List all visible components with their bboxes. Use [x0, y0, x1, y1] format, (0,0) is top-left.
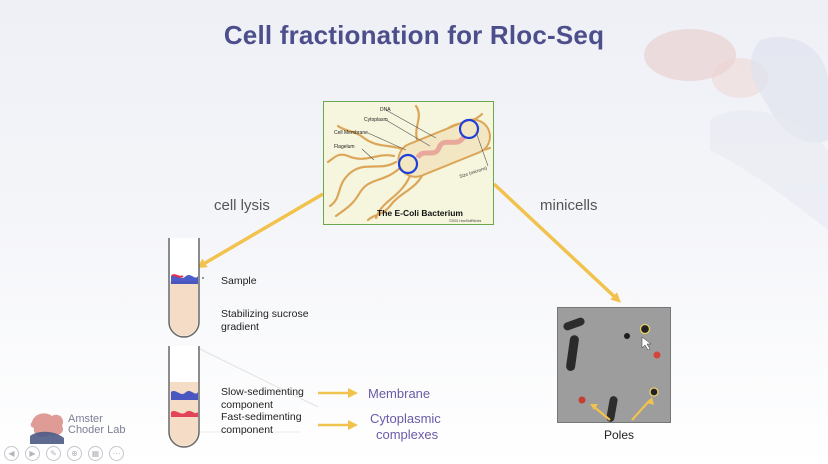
fast-sedimenting-label-line1: Fast-sedimenting	[221, 411, 302, 423]
slide-title: Cell fractionation for Rloc-Seq	[223, 20, 605, 50]
lab-logo-text: Amster Choder Lab	[68, 414, 126, 436]
membrane-label: Membrane	[368, 386, 431, 401]
cell-lysis-label: cell lysis	[214, 197, 270, 214]
cytoplasm-label: Cytoplasm	[364, 117, 388, 123]
e-coli-illustration: DNA Cytoplasm Cell Membrane Flagelum Siz…	[323, 101, 494, 225]
slow-sedimenting-label-line2: component	[221, 399, 273, 411]
centrifuge-tube-fractions	[168, 346, 200, 448]
cytoplasmic-label-line2: complexes	[376, 427, 439, 442]
lab-logo-icon	[30, 413, 64, 444]
flagelum-label: Flagelum	[334, 144, 355, 150]
slides-icon[interactable]: ▦	[88, 446, 103, 461]
minicells-label: minicells	[540, 197, 598, 214]
fast-sedimenting-label-line2: component	[221, 424, 273, 436]
pen-icon[interactable]: ✎	[46, 446, 61, 461]
slide-nav-bar: ◀ ▶ ✎ ⊕ ▦ ⋯	[0, 446, 124, 462]
slow-sedimenting-label-line1: Slow-sedimenting	[221, 386, 304, 398]
cytoplasmic-label-line1: Cytoplasmic	[370, 411, 441, 426]
minicells-arrow	[492, 182, 621, 303]
lab-name-line2: Choder Lab	[68, 424, 126, 436]
zoom-icon[interactable]: ⊕	[67, 446, 82, 461]
back-icon[interactable]: ◀	[4, 446, 19, 461]
gradient-label-line1: Stabilizing sucrose	[221, 308, 309, 320]
poles-label: Poles	[604, 428, 635, 442]
dna-label: DNA	[380, 107, 391, 113]
lab-name-line1: Amster	[68, 413, 103, 425]
size-label: Size (microns)	[459, 165, 488, 179]
minicell-micrograph	[557, 307, 671, 423]
bacterium-caption: The E-Coli Bacterium	[377, 208, 463, 218]
forward-icon[interactable]: ▶	[25, 446, 40, 461]
gradient-label-line2: gradient	[221, 321, 259, 333]
sample-label: Sample	[221, 275, 257, 287]
centrifuge-tube-sample	[168, 238, 204, 338]
more-icon[interactable]: ⋯	[109, 446, 124, 461]
copyright-label: ©2001 HowStuffWorks	[449, 219, 482, 223]
cell-lysis-arrow	[196, 192, 324, 269]
cell-membrane-label: Cell Membrane	[334, 130, 368, 136]
background-decoration	[644, 29, 828, 230]
